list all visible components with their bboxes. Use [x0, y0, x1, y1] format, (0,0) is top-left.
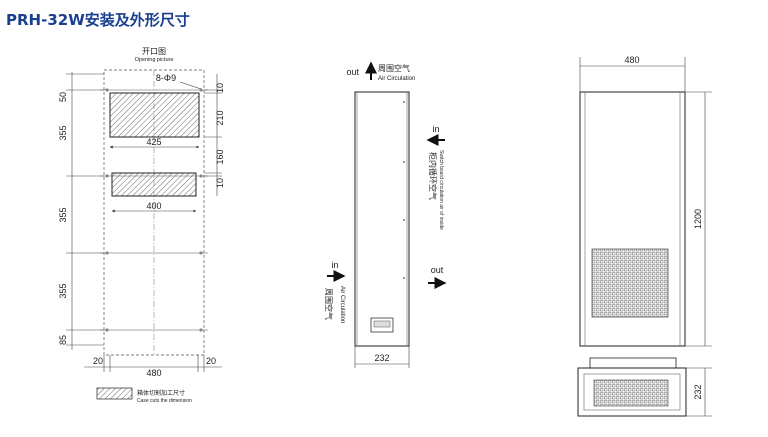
top-cutout: [109, 92, 200, 138]
top-cn: 周围空气: [378, 63, 410, 73]
bottom-margin-right: 20: [206, 356, 216, 366]
dim-left-1: 50: [58, 92, 68, 102]
left-en: Air Circulation: [339, 286, 345, 323]
hole-label: 8-Φ9: [156, 73, 176, 83]
side-width: 232: [374, 353, 389, 363]
front-width-dimension: [579, 57, 686, 92]
bottom-grille: [593, 379, 669, 407]
page-title: PRH-32W安装及外形尺寸: [6, 11, 190, 29]
dim-left-2: 355: [58, 125, 68, 140]
front-grille: [591, 248, 669, 318]
dim-right-3: 160: [215, 149, 225, 164]
hole-marks: [100, 89, 208, 331]
bottom-margin-left: 20: [93, 356, 103, 366]
side-view: out 周围空气 Air Circulation in 柜内循环空气 Switc…: [324, 61, 447, 368]
front-depth-dimension: [686, 367, 712, 417]
opening-heading-en: Opening picture: [135, 57, 174, 63]
legend-cn: 箱体切割加工尺寸: [137, 389, 185, 397]
width-mid-cutout: 400: [146, 201, 161, 211]
dim-right-2: 210: [215, 110, 225, 125]
dim-left-3: 355: [58, 207, 68, 222]
opening-view: 开口图 Opening picture 8-Φ9: [58, 47, 225, 404]
front-height-dimension: [685, 91, 712, 347]
front-width: 480: [624, 55, 639, 65]
bottom-inner: [583, 373, 681, 411]
dim-right-4: 10: [215, 178, 225, 188]
side-width-dimension: [354, 346, 410, 368]
side-screws: [403, 101, 405, 279]
top-en: Air Circulation: [378, 76, 415, 82]
middle-cutout: [111, 172, 197, 197]
right-in-label: in: [432, 124, 439, 134]
dim-right-1: 10: [215, 83, 225, 93]
left-dimension-chain: [66, 72, 104, 350]
front-height: 1200: [693, 209, 703, 229]
left-cn: 周围空气: [324, 288, 334, 320]
side-body: [354, 91, 410, 347]
top-out-label: out: [346, 67, 359, 77]
front-view: 480 1200 232: [577, 55, 712, 417]
width-top-cutout: 425: [146, 137, 161, 147]
legend-swatch: [96, 387, 133, 400]
bottom-width: 480: [146, 368, 161, 378]
legend-en: Case cuts the dimension: [137, 398, 192, 404]
left-in-label: in: [331, 260, 338, 270]
controller-display: [373, 320, 391, 328]
dim-left-4: 355: [58, 283, 68, 298]
right-dimension-chain: [204, 74, 222, 196]
right-out-label: out: [431, 265, 444, 275]
hole-leader: [179, 81, 202, 90]
bottom-dimension: [84, 355, 222, 372]
right-en: Switch board circulation air of inside: [438, 150, 444, 230]
front-depth: 232: [693, 384, 703, 399]
mounting-holes: [105, 88, 203, 332]
dim-left-5: 85: [58, 335, 68, 345]
right-cn: 柜内循环空气: [428, 152, 438, 200]
base-plate: [589, 357, 677, 369]
opening-heading: 开口图: [142, 47, 166, 56]
